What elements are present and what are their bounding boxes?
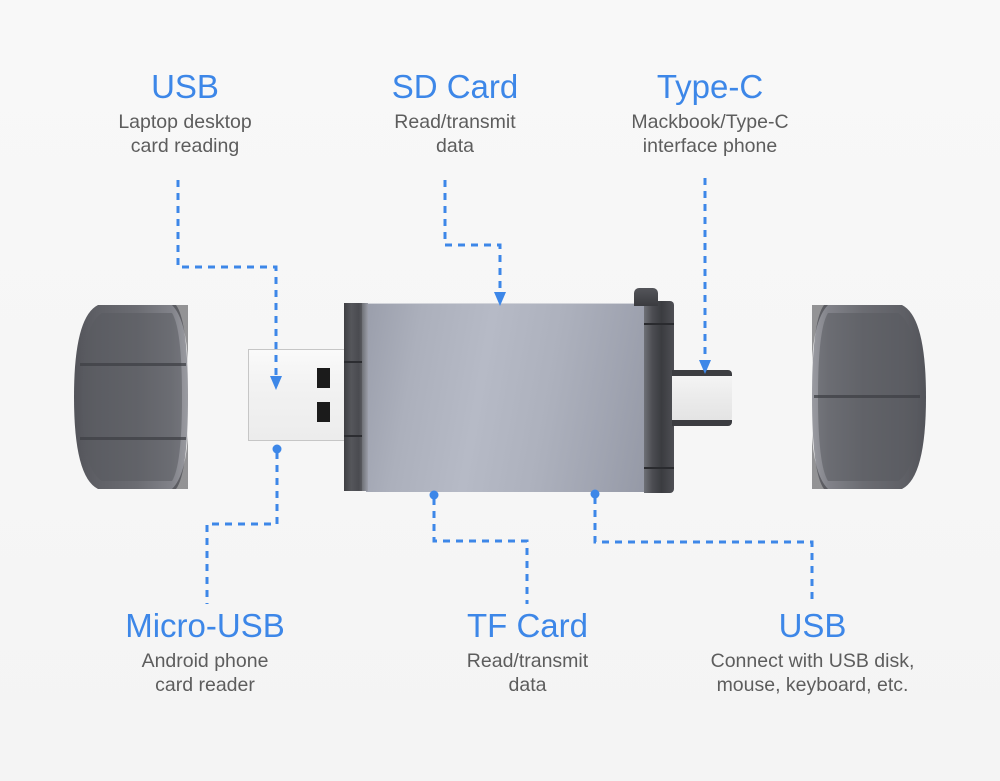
callout-type-c-desc: Mackbook/Type-C interface phone	[631, 111, 789, 157]
usb-contact-upper	[317, 368, 330, 388]
usb-contact-lower	[317, 402, 330, 422]
lanyard-tab	[634, 288, 658, 306]
callout-sd-card: SD Card Read/transmit data	[345, 68, 565, 158]
body-left-highlight	[362, 303, 368, 491]
usb-a-plug	[248, 349, 346, 441]
aluminium-body	[344, 301, 674, 493]
callout-type-c-title: Type-C	[656, 68, 764, 105]
callout-usb-top-title: USB	[151, 68, 219, 105]
body-face	[366, 303, 654, 492]
callout-tf-card-title: TF Card	[466, 607, 588, 644]
callout-tf-card-desc: Read/transmit data	[466, 650, 589, 696]
type-c-plug	[672, 370, 732, 426]
type-c-shell-top	[672, 370, 732, 376]
body-left-seam-lower	[344, 435, 368, 437]
callout-micro-usb-desc: Android phone card reader	[141, 650, 269, 696]
body-right-seam-upper	[644, 323, 674, 325]
callout-usb-bottom-desc: Connect with USB disk, mouse, keyboard, …	[710, 650, 915, 696]
type-c-shell-bottom	[672, 420, 732, 426]
left-protective-cap	[74, 305, 188, 489]
right-protective-cap	[812, 305, 926, 489]
callout-micro-usb-title: Micro-USB	[125, 607, 285, 644]
callout-tf-card: TF Card Read/transmit data	[415, 607, 640, 697]
callout-sd-card-title: SD Card	[391, 68, 519, 105]
callout-usb-bottom-title: USB	[778, 607, 847, 644]
callout-usb-top-desc: Laptop desktop card reading	[118, 111, 252, 157]
body-left-seam-upper	[344, 361, 368, 363]
callout-type-c: Type-C Mackbook/Type-C interface phone	[590, 68, 830, 158]
callout-usb-bottom: USB Connect with USB disk, mouse, keyboa…	[660, 607, 965, 697]
callout-micro-usb: Micro-USB Android phone card reader	[75, 607, 335, 697]
body-right-seam-lower	[644, 467, 674, 469]
callout-sd-card-desc: Read/transmit data	[394, 111, 516, 157]
callout-usb-top: USB Laptop desktop card reading	[60, 68, 310, 158]
body-right-endcap	[644, 301, 674, 493]
